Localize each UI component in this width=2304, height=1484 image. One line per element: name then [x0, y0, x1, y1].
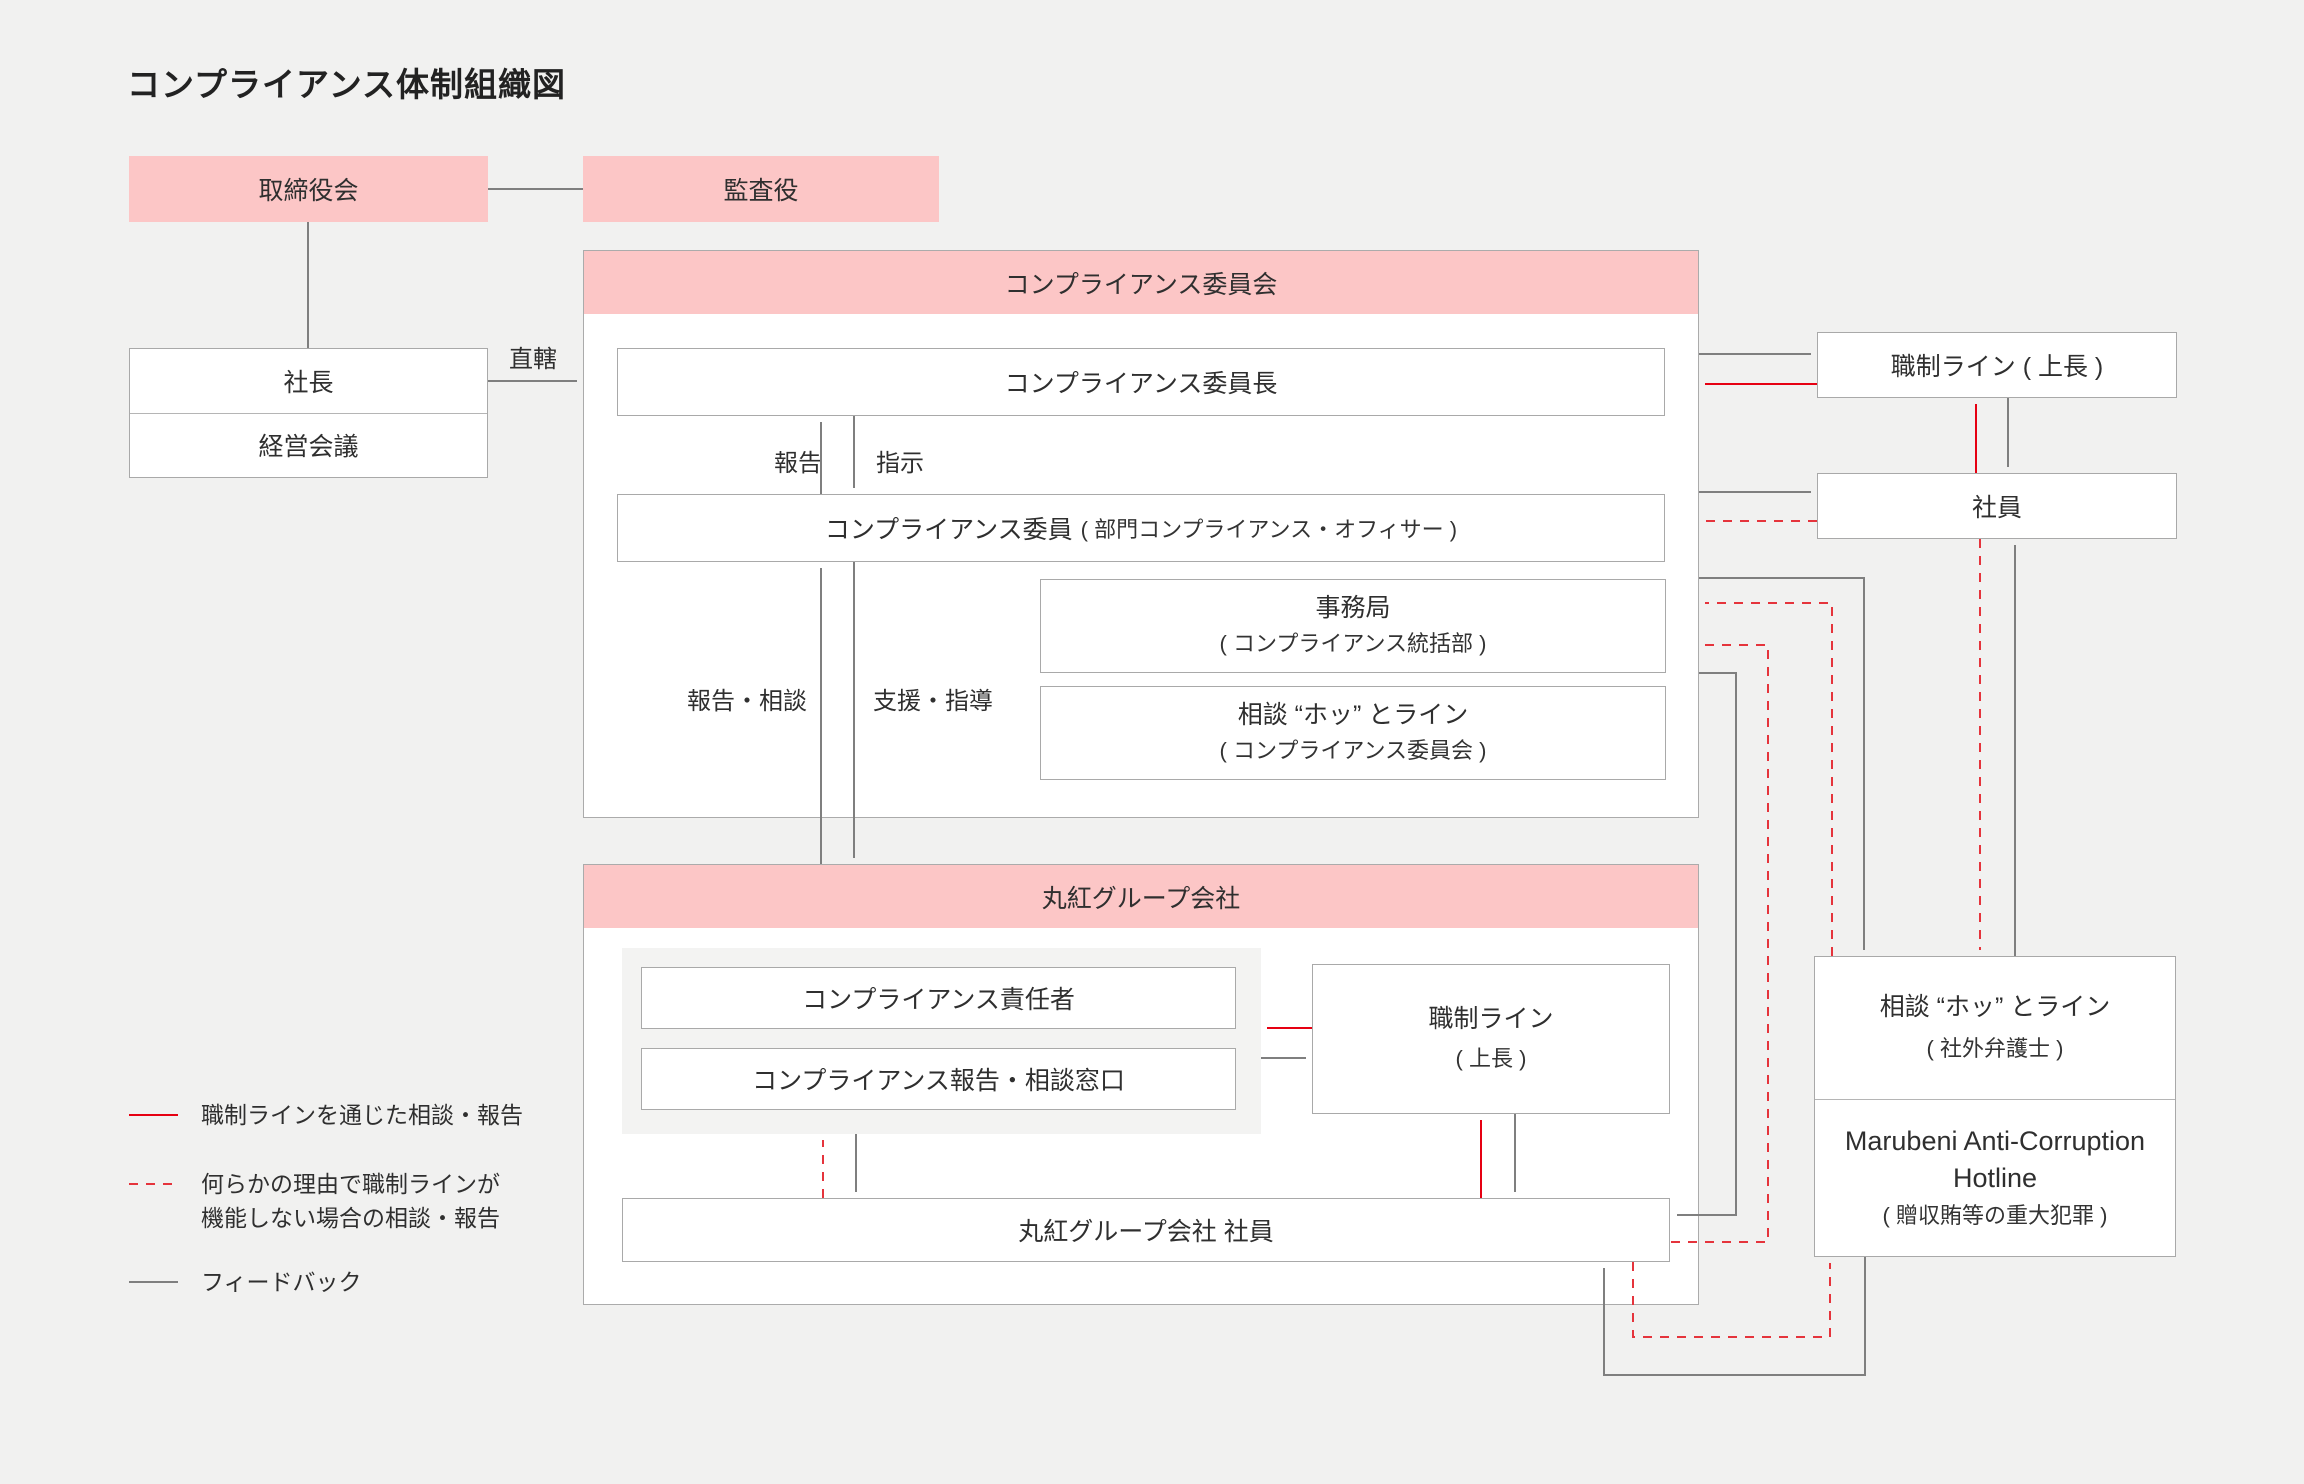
node-report-consult-desk: コンプライアンス報告・相談窓口 — [641, 1048, 1236, 1110]
committee-header: コンプライアンス委員会 — [584, 251, 1698, 314]
external-hotline-main: 相談 “ホッ” とライン — [1879, 993, 2111, 1021]
label-instruct: 指示 — [876, 450, 924, 477]
node-secretariat: 事務局 ( コンプライアンス統括部 ) — [1040, 579, 1666, 673]
node-group-employees: 丸紅グループ会社 社員 — [622, 1198, 1670, 1262]
arrow-committee-externalhotline-feedback — [1699, 577, 1865, 950]
node-line-managers: 職制ライン ( 上長 ) — [1817, 332, 2177, 398]
group-header: 丸紅グループ会社 — [584, 865, 1698, 928]
legend-red-dashed-line1: 何らかの理由で職制ラインが — [201, 1171, 500, 1197]
group-line-main: 職制ライン — [1428, 1005, 1554, 1033]
label-report: 報告 — [774, 450, 822, 477]
anticorruption-line2: Hotline — [1952, 1162, 2038, 1193]
node-external-hotline-group: 相談 “ホッ” とライン ( 社外弁護士 ) Marubeni Anti-Cor… — [1814, 956, 2176, 1257]
node-external-hotline: 相談 “ホッ” とライン ( 社外弁護士 ) — [1815, 957, 2175, 1099]
committee-hotline-main: 相談 “ホッ” とライン — [1237, 701, 1469, 729]
secretariat-main: 事務局 — [1315, 594, 1391, 622]
anticorruption-sub: ( 贈収賄等の重大犯罪 ) — [1882, 1202, 2108, 1228]
label-support-guide: 支援・指導 — [873, 688, 993, 715]
node-anticorruption-hotline: Marubeni Anti-Corruption Hotline ( 贈収賄等の… — [1815, 1099, 2175, 1256]
legend-red-dashed-line2: 機能しない場合の相談・報告 — [201, 1205, 500, 1231]
committee-members-main: コンプライアンス委員 — [824, 516, 1073, 544]
committee-members-sub: ( 部門コンプライアンス・オフィサー ) — [1080, 517, 1458, 542]
secretariat-sub: ( コンプライアンス統括部 ) — [1219, 631, 1487, 656]
legend-label-feedback: フィードバック — [201, 1269, 362, 1295]
label-report-consult: 報告・相談 — [687, 688, 807, 715]
node-management-meeting: 経営会議 — [130, 412, 487, 478]
node-committee-hotline: 相談 “ホッ” とライン ( コンプライアンス委員会 ) — [1040, 686, 1666, 780]
node-group-line-managers: 職制ライン ( 上長 ) — [1312, 964, 1670, 1114]
node-committee-chairman: コンプライアンス委員長 — [617, 348, 1665, 416]
arrow-externalhotline-secretariat-dashed — [1705, 602, 1833, 956]
group-line-sub: ( 上長 ) — [1455, 1046, 1527, 1071]
node-auditors: 監査役 — [583, 156, 939, 222]
node-president-group: 社長 経営会議 — [129, 348, 488, 478]
legend-label-red-dashed: 何らかの理由で職制ラインが 機能しない場合の相談・報告 — [201, 1167, 500, 1235]
node-committee-members: コンプライアンス委員 ( 部門コンプライアンス・オフィサー ) — [617, 494, 1665, 562]
node-compliance-officer: コンプライアンス責任者 — [641, 967, 1236, 1029]
external-hotline-sub: ( 社外弁護士 ) — [1926, 1036, 2064, 1061]
node-employees: 社員 — [1817, 473, 2177, 539]
page-title: コンプライアンス体制組織図 — [127, 66, 567, 103]
anticorruption-line1: Marubeni Anti-Corruption — [1844, 1125, 2146, 1156]
label-direct-control: 直轄 — [509, 346, 557, 373]
committee-hotline-sub: ( コンプライアンス委員会 ) — [1219, 738, 1487, 763]
node-president: 社長 — [283, 368, 334, 397]
legend-label-red-solid: 職制ラインを通じた相談・報告 — [201, 1102, 523, 1128]
node-board-of-directors: 取締役会 — [129, 156, 488, 222]
